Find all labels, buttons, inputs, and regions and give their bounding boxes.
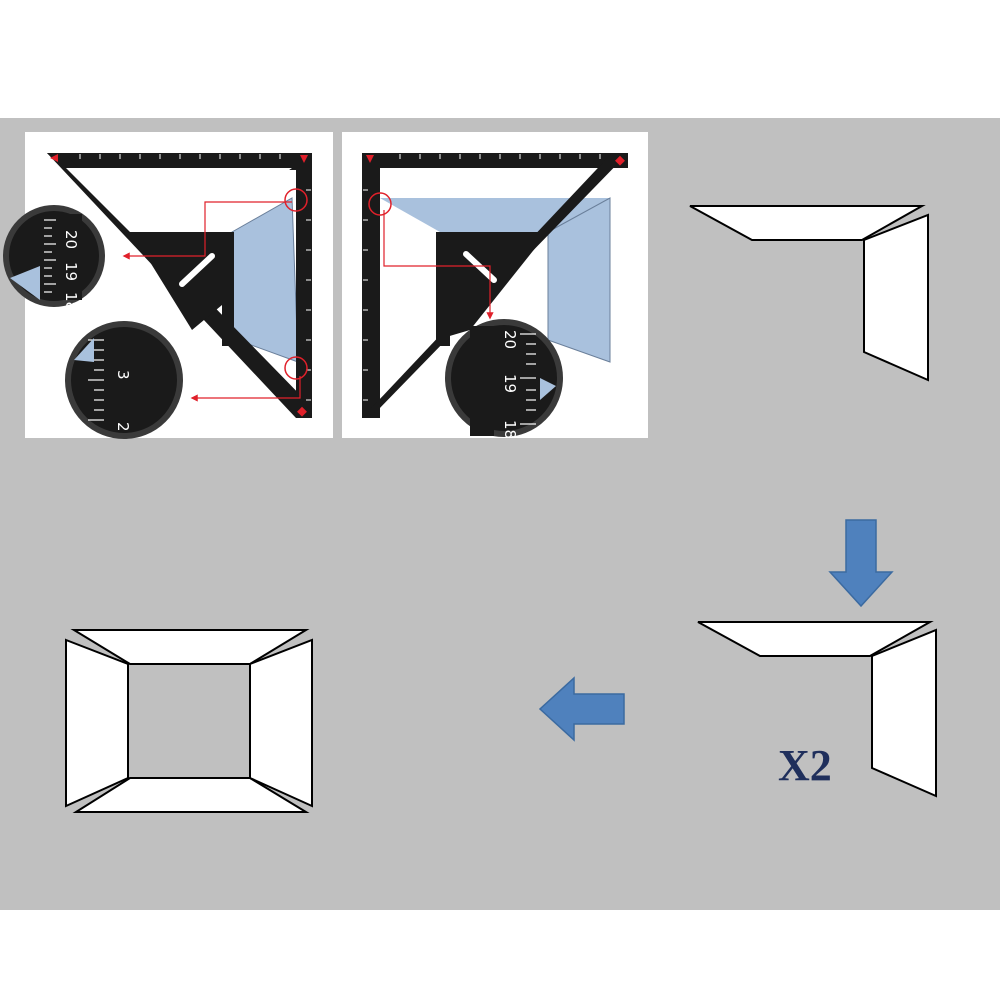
zoom-lens-top-left: 20 19 18 <box>3 205 105 311</box>
zoom-right-tick-20: 20 <box>501 330 519 349</box>
zoom-top-tick-20: 20 <box>62 230 80 249</box>
blue-trapezoid-right <box>547 197 611 363</box>
zoom-top-tick-19: 19 <box>62 262 80 281</box>
frame-left-piece <box>65 638 129 808</box>
leader-line-bottom <box>190 376 301 402</box>
marker-circle-bottom <box>284 356 308 380</box>
corner-frame-piece-bottom <box>697 621 937 798</box>
zoom-lens-right: 20 19 18 <box>445 319 563 439</box>
photo-right: 20 19 18 <box>342 132 648 439</box>
zoom-right-tick-18: 18 <box>501 420 519 439</box>
zoom-bottom-tick-3: 3 <box>114 370 132 380</box>
leader-line-top <box>122 201 292 260</box>
square-ruler-left <box>47 153 312 418</box>
frame-right-piece <box>249 638 313 808</box>
marker-circle-right <box>368 192 392 216</box>
zoom-bottom-tick-2: 2 <box>114 422 132 432</box>
photo-left: 20 19 18 3 2 <box>3 132 333 439</box>
zoom-right-tick-19: 19 <box>501 374 519 393</box>
down-arrow-icon <box>828 519 894 608</box>
square-ruler-right <box>362 153 628 418</box>
assembled-frame <box>65 629 313 813</box>
corner-frame-piece-top <box>689 205 929 382</box>
marker-circle-top <box>284 188 308 212</box>
zoom-top-tick-18: 18 <box>62 292 80 311</box>
left-arrow-icon <box>538 676 625 742</box>
leader-line-right <box>383 210 494 320</box>
zoom-lens-bottom-left: 3 2 <box>65 321 183 439</box>
multiplier-label: X2 <box>778 741 832 790</box>
